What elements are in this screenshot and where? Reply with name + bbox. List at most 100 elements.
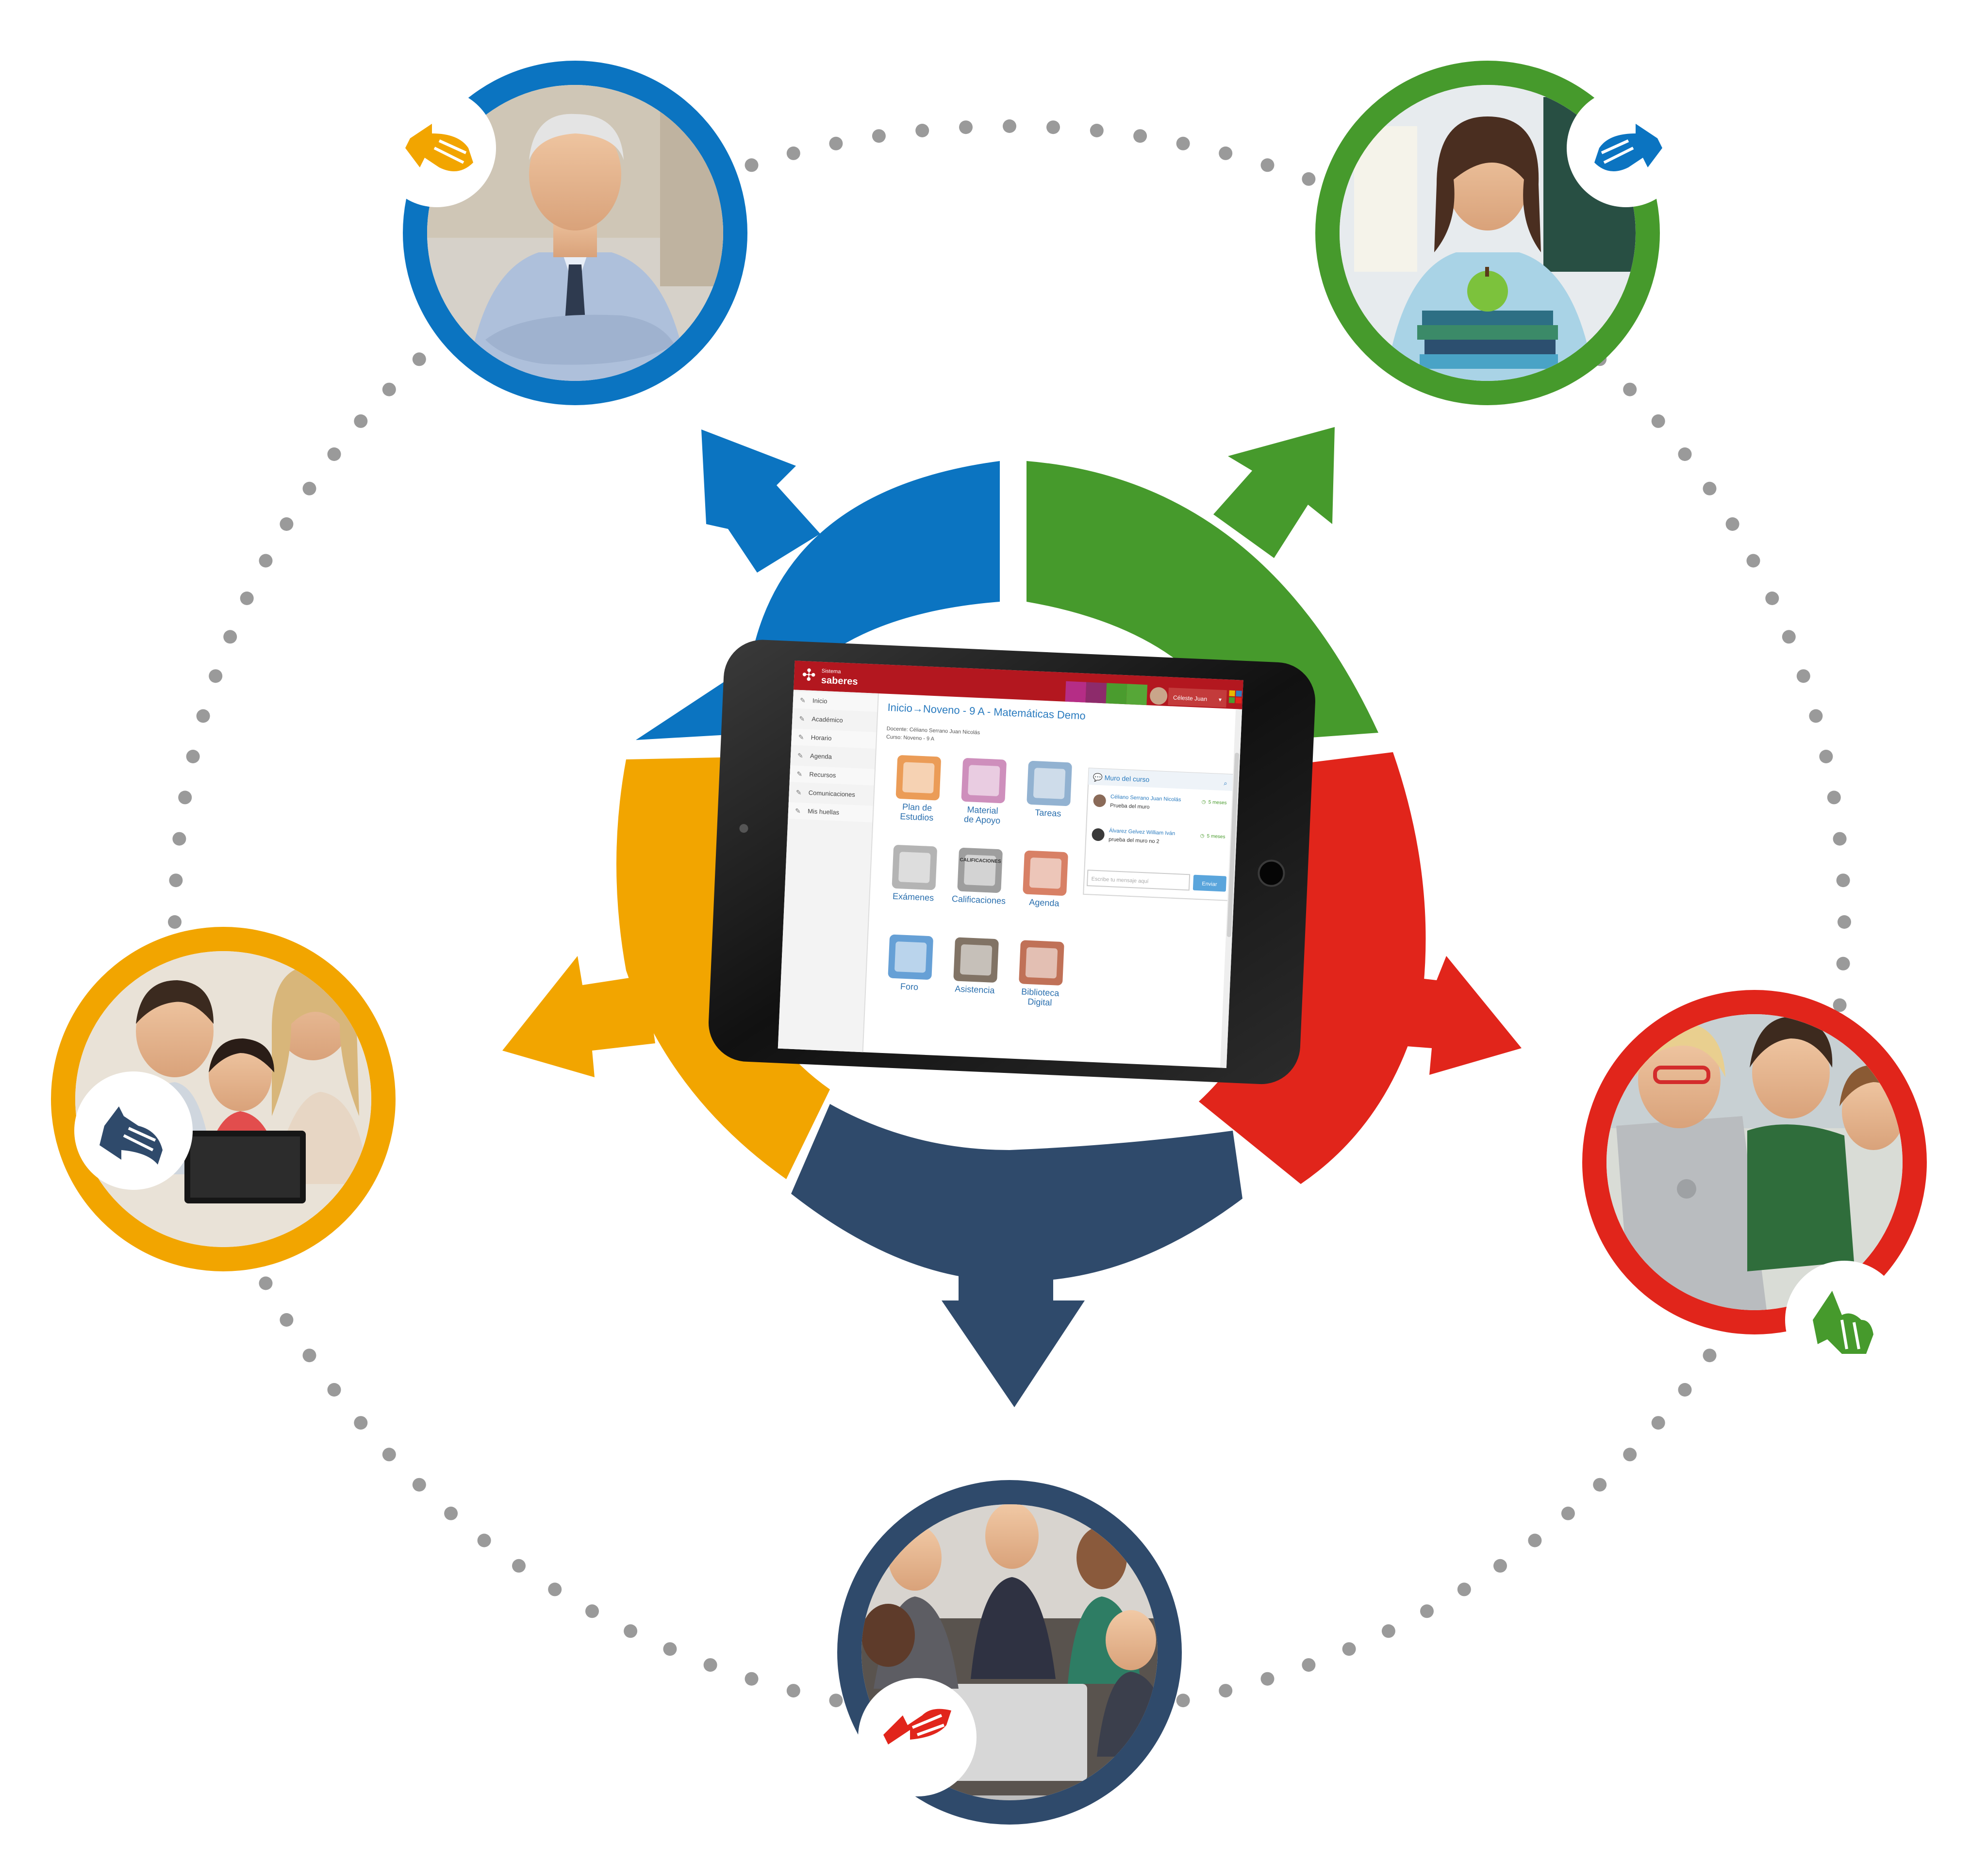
orbit-dot <box>1302 1658 1316 1672</box>
app-logo[interactable]: ✣ Sistema saberes <box>801 665 858 687</box>
avatar[interactable] <box>1149 687 1168 705</box>
wall-post-text: prueba del muro no 2 <box>1109 837 1159 845</box>
orbit-dot <box>169 873 183 888</box>
orbit-dot <box>223 630 237 644</box>
sidebar-item-label: Recursos <box>809 771 836 779</box>
sidebar-item-bg <box>793 691 878 712</box>
role-students[interactable] <box>1582 990 1927 1379</box>
tablet-home-button[interactable] <box>1258 859 1285 887</box>
orbit-dot <box>354 1416 368 1430</box>
sidebar-item[interactable]: ✎Agenda <box>790 747 876 767</box>
mail-icon[interactable] <box>1085 682 1107 704</box>
search-icon[interactable]: ⌕ <box>1224 779 1227 787</box>
module-tile[interactable]: Agenda <box>1022 850 1068 908</box>
wall-message-placeholder: Escribe tu mensaje aquí <box>1091 876 1148 884</box>
sidebar-item[interactable]: ✎Comunicaciones <box>789 784 875 804</box>
app-screen: ✣ Sistema saberes Céleste Juan ▾ <box>778 660 1243 1068</box>
orbit-dot <box>1260 1672 1275 1686</box>
arrow-blue <box>701 429 820 573</box>
orbit-dot <box>829 1694 843 1708</box>
orbit-dot <box>302 481 316 495</box>
module-tile[interactable]: Exámenes <box>891 845 937 903</box>
module-tile-graphic <box>894 941 927 973</box>
edit-icon: ✎ <box>799 715 805 723</box>
orbit-dot <box>1836 956 1850 971</box>
orbit-dot <box>1796 669 1810 683</box>
orbit-dot <box>302 1349 316 1363</box>
orbit-dot <box>1593 1478 1607 1492</box>
notes-icon[interactable] <box>1126 684 1148 706</box>
orbit-dot <box>1046 120 1060 134</box>
orbit-dot <box>1219 146 1233 160</box>
sidebar-item-bg <box>791 728 877 749</box>
chat-bubble-icon: 💬 <box>1093 773 1103 782</box>
module-tile[interactable]: Tareas <box>1026 761 1072 819</box>
orbit-dot <box>172 832 186 846</box>
calendar-icon[interactable] <box>1065 681 1087 703</box>
module-tile-label: de Apoyo <box>964 814 1001 825</box>
role-parents[interactable] <box>51 927 396 1271</box>
orbit-dot <box>1703 1349 1717 1363</box>
module-tile-label: Calificaciones <box>952 894 1006 906</box>
avatar <box>1092 828 1105 841</box>
orbit-dot <box>915 124 929 137</box>
role-staff[interactable] <box>837 1480 1182 1825</box>
orbit-dot <box>1833 832 1847 846</box>
module-tile-graphic <box>1033 768 1066 799</box>
orbit-dot <box>280 1313 294 1327</box>
orbit-dot <box>209 669 223 683</box>
user-menu[interactable] <box>1168 688 1227 708</box>
orbit-dot <box>1133 129 1147 143</box>
arrow-red <box>1369 956 1522 1075</box>
course-line: Curso: Noveno - 9 A <box>886 734 935 742</box>
orbit-dot <box>1623 1448 1637 1462</box>
orbit-dot <box>1561 1506 1575 1520</box>
send-button[interactable] <box>1192 874 1226 892</box>
pointing-hand-icon <box>405 124 473 171</box>
module-tile-label: Biblioteca <box>1021 987 1060 998</box>
role-director[interactable] <box>378 61 747 405</box>
module-tile-graphic <box>898 852 931 883</box>
clock-icon: ◷ <box>1201 799 1206 805</box>
sidebar-item[interactable]: ✎Mis huellas <box>788 802 874 823</box>
sidebar-item[interactable]: ✎Inicio <box>793 691 878 712</box>
orbit-dot <box>703 1658 717 1672</box>
wall-message-input[interactable] <box>1086 870 1191 891</box>
orbit-dot <box>1457 1582 1471 1596</box>
sidebar-item-label: Inicio <box>812 697 828 705</box>
module-tile-graphic <box>902 762 935 793</box>
wheel-segment-navy <box>791 1104 1242 1282</box>
module-tile-label: Agenda <box>1029 897 1060 908</box>
orbit-dot <box>1703 481 1717 495</box>
orbit-dot <box>1836 873 1850 888</box>
sidebar-item-bg <box>790 747 876 767</box>
send-button-label: Enviar <box>1202 881 1217 887</box>
arrow-navy <box>942 1257 1085 1407</box>
sidebar-menu: ✎Inicio✎Académico✎Horario✎Agenda✎Recurso… <box>788 691 878 823</box>
help-icon[interactable] <box>1106 683 1127 705</box>
orbit-dot <box>548 1582 562 1596</box>
orbit-dot <box>327 1383 341 1397</box>
orbit-dot <box>1651 1416 1665 1430</box>
wheel-segment-blue <box>636 461 1000 740</box>
orbit-dot <box>829 136 843 150</box>
sidebar-item-bg <box>789 784 875 804</box>
wall-post-time: 5 meses <box>1207 834 1225 840</box>
apps-grid-icon[interactable] <box>1228 690 1242 704</box>
orbit-dot <box>1090 124 1104 137</box>
role-teacher[interactable] <box>1315 61 1685 405</box>
module-tile[interactable]: Foro <box>887 934 933 992</box>
module-tile[interactable]: Asistencia <box>953 937 999 995</box>
module-tile-label: Exámenes <box>893 891 934 903</box>
sidebar-item-bg <box>788 802 874 823</box>
sidebar-item[interactable]: ✎Horario <box>791 728 877 749</box>
orbit-dot <box>1302 172 1316 186</box>
sidebar-item[interactable]: ✎Académico <box>792 710 878 730</box>
sidebar-item[interactable]: ✎Recursos <box>789 765 876 786</box>
module-tile-label: Tareas <box>1035 807 1061 818</box>
